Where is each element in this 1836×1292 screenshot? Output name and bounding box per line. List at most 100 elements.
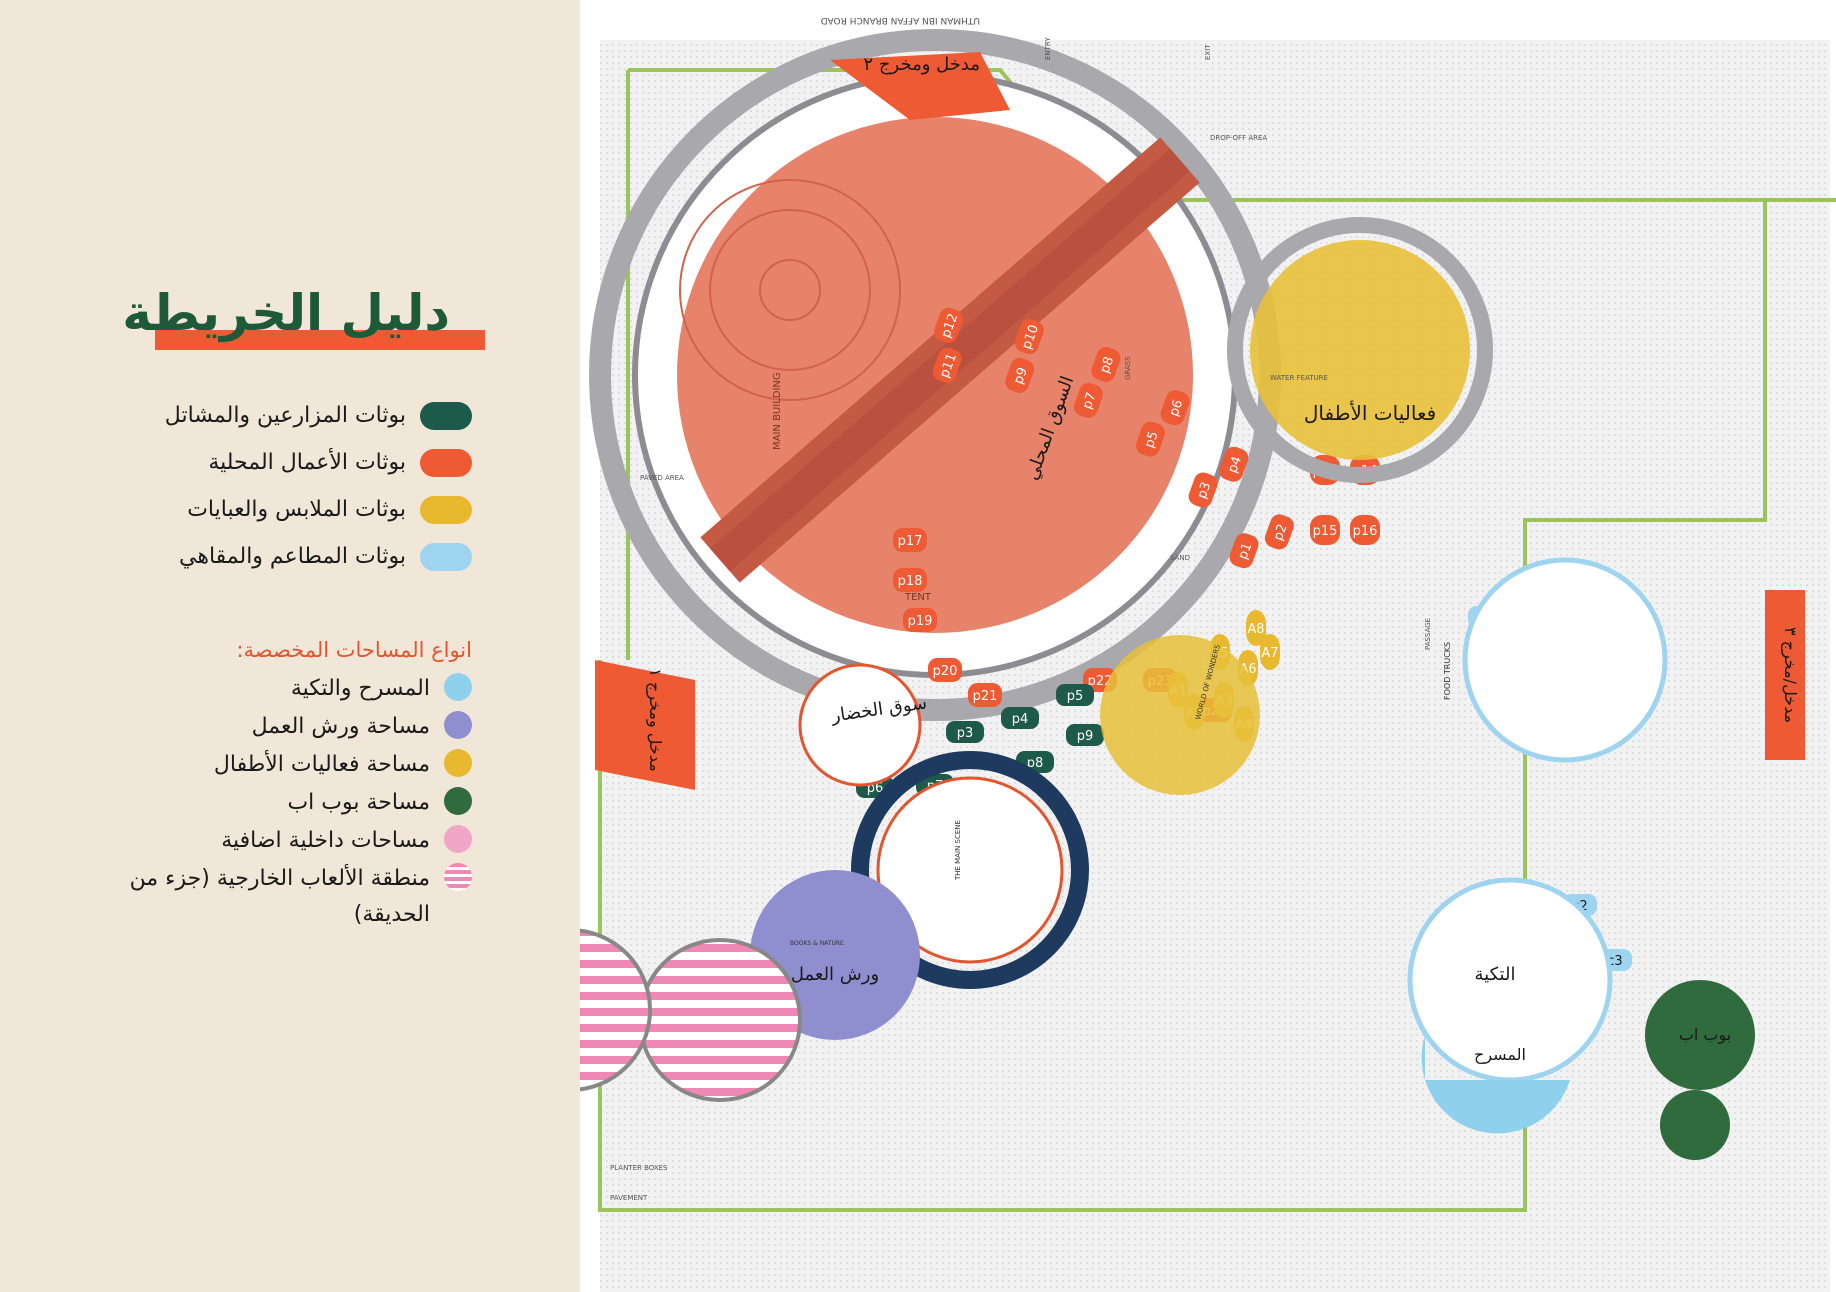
booth-label: p9 — [1011, 366, 1031, 387]
booth-type-label: بوثات المطاعم والمقاهي — [179, 544, 406, 569]
site-boundary — [598, 70, 1767, 1212]
booth-type-farmers: بوثات المزارعين والمشاتل — [92, 392, 472, 439]
entrance-1-marker — [595, 660, 695, 790]
space-type-label: مساحة بوب اب — [287, 790, 430, 815]
kids-zone-label: فعاليات الأطفال — [1304, 401, 1436, 425]
title-underline — [155, 330, 485, 350]
workshops-swatch — [444, 711, 472, 739]
main-scene — [876, 776, 1064, 964]
local-business-pod — [798, 663, 922, 787]
legend-title: دليل الخريطة — [122, 284, 450, 342]
local-business-booth: p10 — [1014, 319, 1044, 355]
booth-label: p5 — [1142, 429, 1162, 450]
entrance-2-label: مدخل ومخرج ٢ — [864, 54, 980, 75]
food-trucks-zone — [1462, 557, 1668, 763]
theatre-label: المسرح — [1474, 1045, 1526, 1065]
entrance-3-label: مدخل/مخرج ٣ — [1780, 627, 1800, 723]
passage-label: PASSAGE — [1424, 618, 1432, 650]
farmer-booth: p9 — [1066, 724, 1104, 746]
food-swatch — [420, 542, 472, 571]
booth-type-list: بوثات المزارعين والمشاتل بوثات الأعمال ا… — [92, 392, 472, 580]
booth-label: p16 — [1353, 524, 1378, 539]
food-trucks-label: FOOD TRUCKS — [1443, 642, 1452, 700]
kids-swatch — [444, 749, 472, 777]
booth-label: p5 — [1067, 689, 1084, 704]
popup-label: بوب اب — [1679, 1025, 1731, 1045]
space-types-heading: انواع المساحات المخصصة: — [236, 638, 472, 662]
space-type-label: مساحة ورش العمل — [251, 714, 430, 739]
entrance-3-marker — [1765, 590, 1805, 760]
space-type-theatre: المسرح والتكية — [92, 671, 472, 709]
local-business-booth: p21 — [968, 683, 1002, 707]
booth-type-label: بوثات الأعمال المحلية — [208, 450, 406, 475]
local-business-booth: p1 — [1229, 533, 1259, 569]
road-strip — [600, 0, 1836, 40]
entrance-1-label: مدخل ومخرج ١ — [645, 668, 665, 772]
paved-area-label: PAVED AREA — [640, 474, 684, 482]
local-business-booth: p17 — [893, 528, 927, 552]
popup-zone — [1645, 980, 1755, 1090]
entry-label: ENTRY — [1044, 37, 1052, 60]
local-business-booth: p20 — [928, 658, 962, 682]
booth-label: p9 — [1077, 729, 1094, 744]
space-type-outdoor-play: منطقة الألعاب الخارجية (جزء من الحديقة) — [92, 861, 472, 933]
booth-label: p15 — [1313, 524, 1338, 539]
workshops-zone-label: ورش العمل — [791, 964, 879, 985]
booth-label: p19 — [908, 614, 933, 629]
road-name: UTHMAN IBN AFFAN BRANCH ROAD — [821, 15, 980, 25]
planter-boxes-label: PLANTER BOXES — [610, 1164, 668, 1172]
booth-label: p3 — [1195, 480, 1215, 501]
takiya-label: التكية — [1475, 964, 1516, 985]
local-business-booth: p7 — [1073, 382, 1103, 418]
local-business-booth: p2 — [1264, 514, 1294, 550]
clothing-swatch — [420, 495, 472, 524]
outdoor-play-zone-1 — [580, 928, 652, 1092]
booth-label: p6 — [1167, 398, 1187, 419]
main-scene-label: THE MAIN SCENE — [954, 820, 962, 881]
local-business-booth: p11 — [932, 347, 962, 383]
local-business-booth: p12 — [934, 307, 964, 343]
local-business-booth: p3 — [1188, 472, 1218, 508]
outdoor-play-zone-2 — [638, 938, 802, 1102]
booth-label: p8 — [1027, 756, 1044, 771]
booth-type-food: بوثات المطاعم والمقاهي — [92, 533, 472, 580]
tent-label: TENT — [904, 592, 932, 603]
books-nature-label: BOOKS & NATURE — [790, 940, 844, 947]
space-type-label: المسرح والتكية — [290, 676, 430, 701]
booth-label: p21 — [973, 689, 998, 704]
main-scene-ring — [851, 751, 1089, 989]
local-business-booth: p9 — [1005, 357, 1035, 393]
local-business-booth: p8 — [1091, 346, 1121, 382]
space-type-popup: مساحة بوب اب — [92, 785, 472, 823]
booth-type-local-business: بوثات الأعمال المحلية — [92, 439, 472, 486]
clothing-booth: A7 — [1260, 634, 1280, 670]
exit-label: EXIT — [1204, 44, 1212, 60]
booth-label: p7 — [1080, 391, 1100, 412]
booth-label: p3 — [957, 726, 974, 741]
booth-type-label: بوثات الملابس والعبايات — [187, 497, 406, 522]
booth-label: p18 — [898, 574, 923, 589]
clothing-zone — [1100, 635, 1260, 795]
space-type-workshops: مساحة ورش العمل — [92, 709, 472, 747]
booth-label: A8 — [1247, 622, 1264, 637]
farmer-booth: p5 — [1056, 684, 1094, 706]
local-business-booth: p5 — [1135, 421, 1165, 457]
theatre-zone — [1421, 1035, 1570, 1134]
pavement-label: PAVEMENT — [610, 1194, 648, 1202]
water-feature-label: WATER FEATURE — [1270, 374, 1328, 382]
theatre-swatch — [444, 673, 472, 701]
local-business-booth: p19 — [903, 608, 937, 632]
map-legend-panel: دليل الخريطة بوثات المزارعين والمشاتل بو… — [0, 0, 580, 1292]
space-type-label: مساحة فعاليات الأطفال — [213, 752, 430, 777]
local-business-booth: p6 — [1160, 390, 1190, 426]
drop-off-label: DROP-OFF AREA — [1210, 134, 1267, 142]
entrance-2-marker — [830, 52, 1010, 120]
local-business-booth: p16 — [1350, 515, 1380, 545]
booth-label: p17 — [898, 534, 923, 549]
space-type-label: منطقة الألعاب الخارجية (جزء من الحديقة) — [129, 866, 430, 927]
booth-label: p4 — [1225, 454, 1245, 475]
site-map: UTHMAN IBN AFFAN BRANCH ROAD TENT مدخل و… — [580, 0, 1836, 1292]
farmer-booth: p4 — [1001, 707, 1039, 729]
outdoor-play-swatch — [444, 863, 472, 891]
local-business-swatch — [420, 448, 472, 477]
